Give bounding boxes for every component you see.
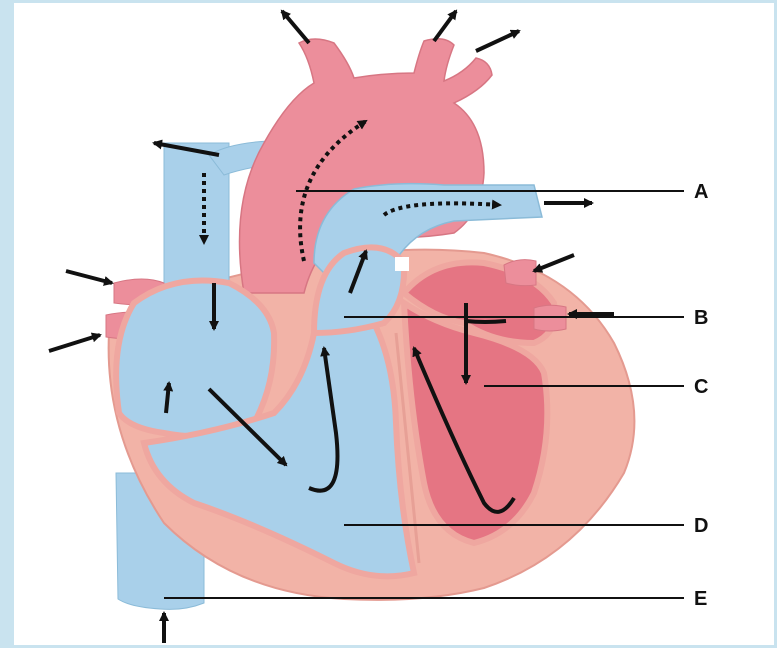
left-pulmonary-vein-lower [534, 305, 566, 331]
label-e: E [694, 588, 707, 610]
heart-diagram: A B C D E [14, 3, 774, 645]
label-c: C [694, 376, 708, 398]
white-marker [395, 257, 409, 271]
label-b: B [694, 307, 708, 329]
right-atrium [116, 281, 274, 437]
label-a: A [694, 181, 708, 203]
left-pulmonary-vein-upper [504, 260, 536, 286]
label-d: D [694, 515, 708, 537]
